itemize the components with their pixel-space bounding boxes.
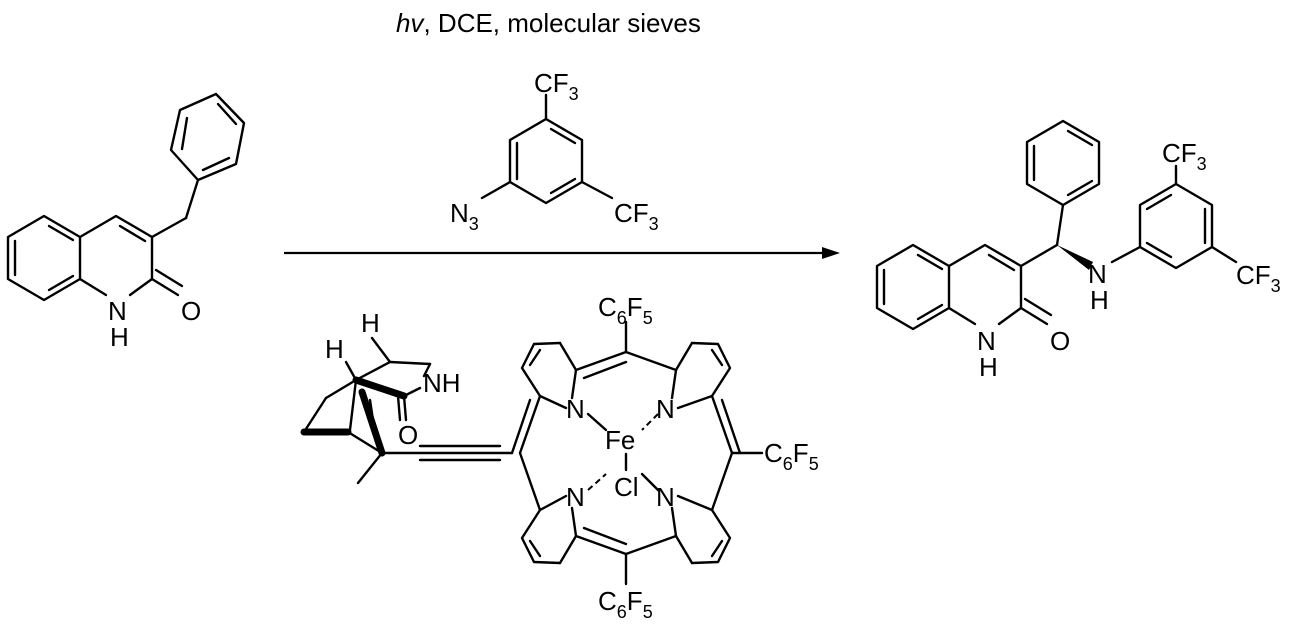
reaction-arrow — [284, 247, 840, 259]
sm-o-label: O — [181, 296, 201, 326]
starting-material: N H O — [6, 92, 246, 352]
c6f5-bottom-label: C6F5 — [598, 586, 653, 622]
c6f5-right-label: C6F5 — [764, 438, 819, 474]
aryl-azide-reagent: CF3 CF3 N3 — [450, 68, 659, 234]
cf3-top-label: CF3 — [534, 68, 579, 104]
product-lactam-n-label: N — [977, 326, 996, 356]
chloride-label: Cl — [614, 472, 639, 502]
iron-label: Fe — [605, 425, 635, 455]
product-cf3-top-label: CF3 — [1162, 138, 1207, 174]
product: N H O N H CF3 CF3 — [875, 119, 1281, 382]
c6f5-top-label: C6F5 — [598, 292, 653, 328]
azide-label: N3 — [450, 198, 479, 234]
h-label-2: H — [325, 334, 344, 364]
product-o-label: O — [1050, 326, 1070, 356]
product-lactam-h-label: H — [979, 352, 998, 382]
product-amine-n-label: N — [1088, 259, 1107, 289]
lactam-o-label: O — [398, 420, 418, 450]
reaction-conditions: hv, DCE, molecular sieves — [396, 8, 701, 38]
pyrrole-n-top-right: N — [656, 394, 675, 424]
pyrrole-n-bottom-left: N — [566, 482, 585, 512]
lactam-nh-label: NH — [423, 368, 461, 398]
product-amine-h-label: H — [1090, 285, 1109, 315]
pyrrole-n-bottom-right: N — [656, 482, 675, 512]
cf3-right-label: CF3 — [614, 198, 659, 234]
iron-porphyrin-catalyst: Fe Cl N N N N — [300, 292, 819, 622]
pyrrole-n-top-left: N — [566, 394, 585, 424]
sm-h-label: H — [110, 322, 129, 352]
product-cf3-right-label: CF3 — [1236, 260, 1281, 296]
sm-n-label: N — [108, 296, 127, 326]
h-label-1: H — [361, 308, 380, 338]
